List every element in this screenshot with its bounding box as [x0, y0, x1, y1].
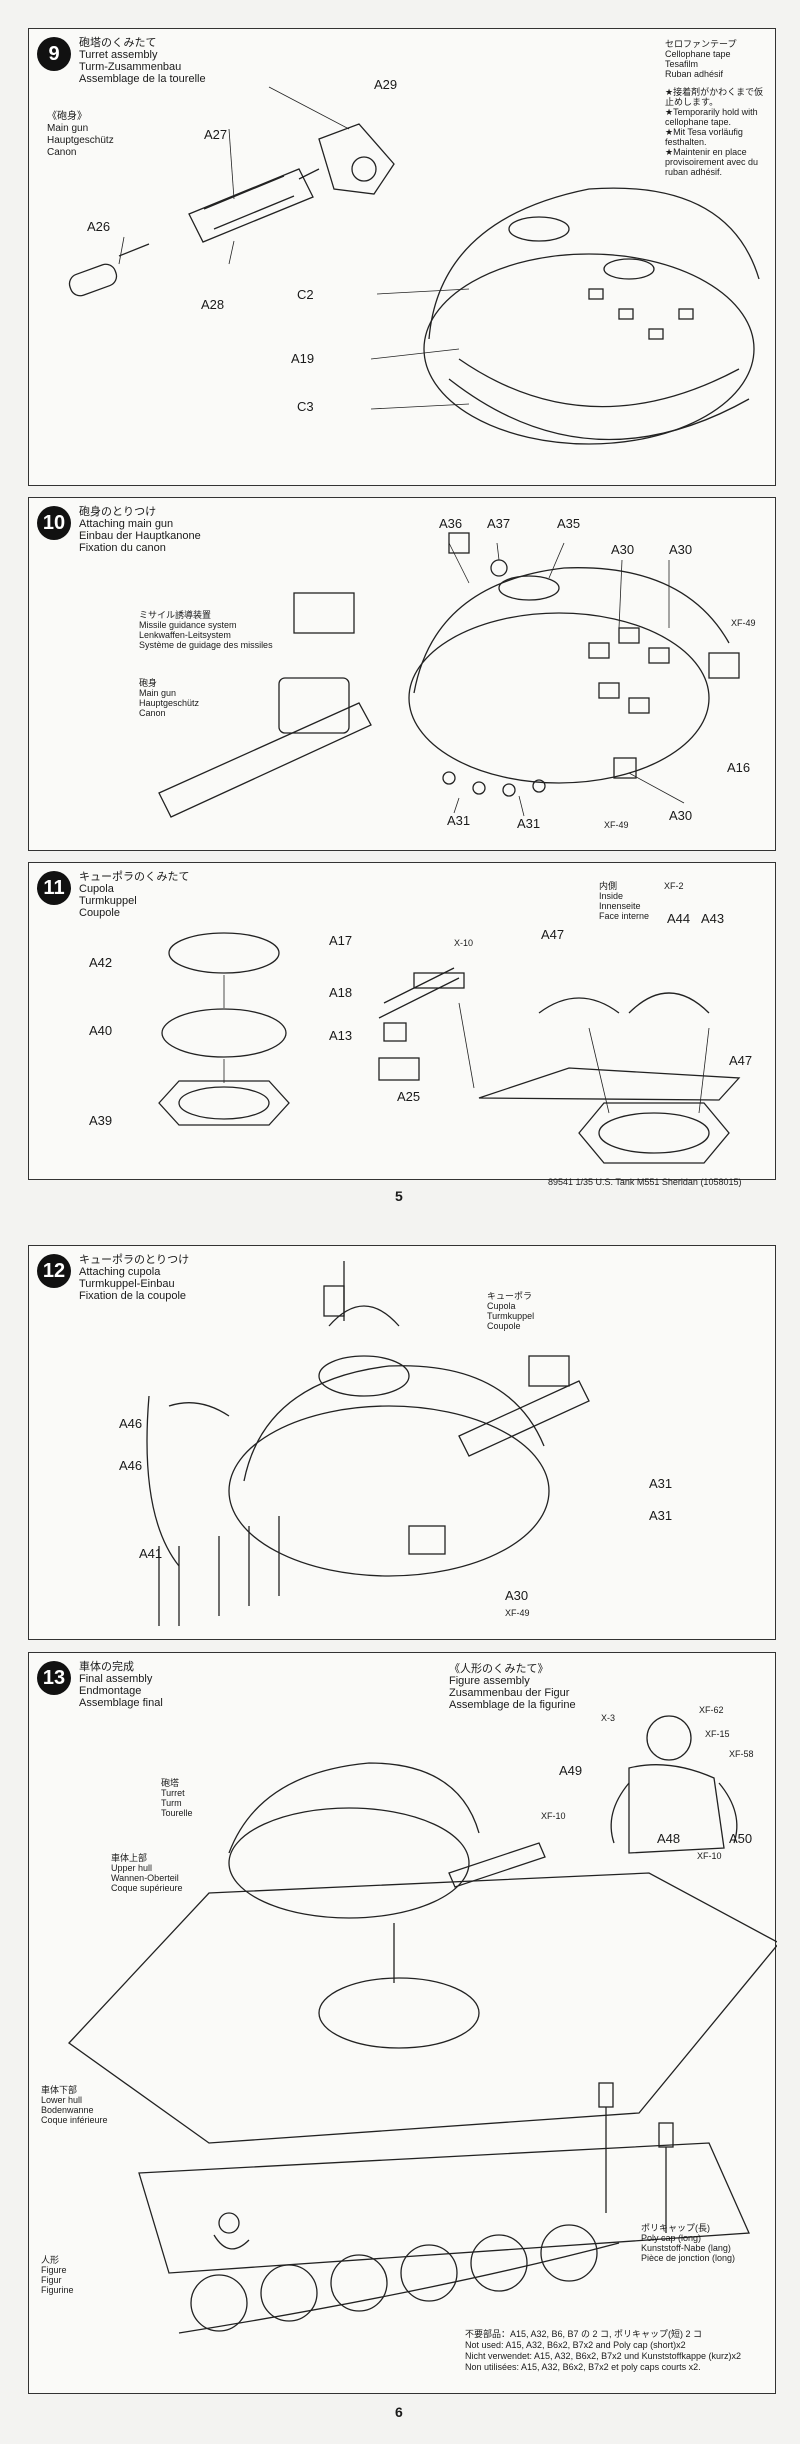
paint-code: XF-49 — [604, 820, 629, 830]
step-9-panel: 9 砲塔のくみたて Turret assembly Turm-Zusammenb… — [28, 28, 776, 486]
part-label: A30 — [669, 542, 693, 557]
part-label: A31 — [649, 1476, 673, 1491]
part-label: A50 — [729, 1831, 753, 1846]
page-footer: 89541 1/35 U.S. Tank M551 Sheridan (1058… — [548, 1177, 742, 1187]
part-label: A31 — [447, 813, 471, 828]
paint-code: XF-10 — [697, 1851, 722, 1861]
part-label: A25 — [397, 1089, 421, 1104]
part-label: A35 — [557, 516, 581, 531]
step-number: 12 — [37, 1254, 71, 1288]
part-label: A36 — [439, 516, 463, 531]
part-label: A26 — [87, 219, 111, 234]
unused-parts-note: 不要部品：A15, A32, B6, B7 の 2 コ, ポリキャップ(短) 2… — [465, 2329, 741, 2372]
part-label: C2 — [297, 287, 314, 302]
tape-instructions: ★接着剤がかわくまで仮止めします。★Temporarily hold with … — [665, 87, 764, 177]
step-number: 9 — [37, 37, 71, 71]
part-label: A41 — [139, 1546, 163, 1561]
part-label: A31 — [517, 816, 541, 831]
part-label: A29 — [374, 77, 398, 92]
final-assembly-illustration — [68, 1715, 777, 2334]
part-label: A30 — [669, 808, 693, 823]
part-label: A28 — [201, 297, 225, 312]
page-number: 5 — [395, 1188, 403, 1204]
part-label: A46 — [119, 1458, 143, 1473]
part-label: A27 — [204, 127, 228, 142]
paint-code: XF-2 — [664, 881, 684, 891]
paint-code: X-10 — [454, 938, 474, 948]
page-number: 6 — [395, 2404, 403, 2420]
part-label: A31 — [649, 1508, 673, 1523]
turret-assembly-illustration — [68, 86, 760, 445]
part-label: A40 — [89, 1023, 113, 1038]
paint-code: XF-62 — [699, 1705, 724, 1715]
part-label: A18 — [329, 985, 353, 1000]
part-label: A47 — [541, 927, 565, 942]
poly-cap-label: ポリキャップ(長)Poly cap (long)Kunststoff-Nabe … — [641, 2223, 736, 2263]
part-label: A39 — [89, 1113, 113, 1128]
paint-code: XF-15 — [705, 1729, 730, 1739]
part-label: A43 — [701, 911, 725, 926]
part-label: C3 — [297, 399, 314, 414]
cupola-assembly-illustration — [158, 932, 741, 1164]
step-number: 11 — [37, 871, 71, 905]
part-label: A42 — [89, 955, 113, 970]
step-number: 10 — [37, 506, 71, 540]
part-label: A48 — [657, 1831, 681, 1846]
cupola-attach-illustration — [146, 1261, 590, 1626]
paint-code: X-3 — [601, 1713, 616, 1723]
main-gun-illustration — [158, 532, 740, 818]
part-label: A30 — [505, 1588, 529, 1603]
part-label: A37 — [487, 516, 511, 531]
paint-code: XF-49 — [731, 618, 756, 628]
part-label: A30 — [611, 542, 635, 557]
step-title: 砲塔のくみたて Turret assembly Turm-Zusammenbau… — [79, 37, 206, 85]
step-number: 13 — [37, 1661, 71, 1695]
part-label: A47 — [729, 1053, 753, 1068]
paint-code: XF-49 — [505, 1608, 530, 1618]
paint-code: XF-58 — [729, 1749, 754, 1759]
part-label: A17 — [329, 933, 353, 948]
part-label: A44 — [667, 911, 691, 926]
part-label: A13 — [329, 1028, 353, 1043]
paint-code: XF-10 — [541, 1811, 566, 1821]
part-label: A46 — [119, 1416, 143, 1431]
part-label: A49 — [559, 1763, 583, 1778]
part-label: A19 — [291, 351, 315, 366]
part-label: A16 — [727, 760, 751, 775]
